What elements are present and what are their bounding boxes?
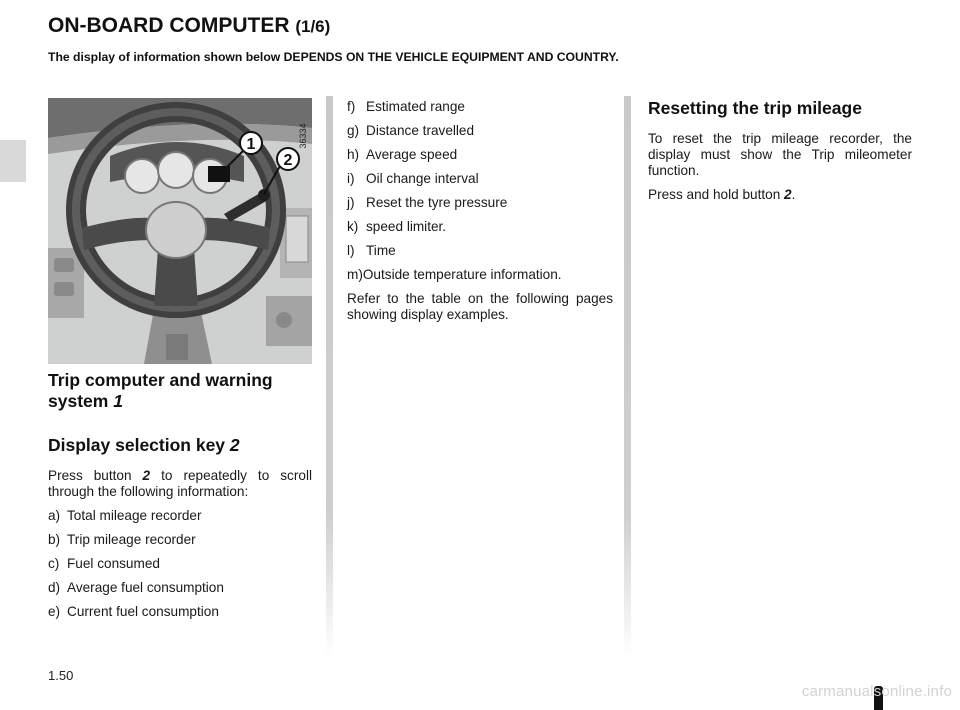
section-tab [0, 140, 26, 182]
watermark-pin-icon [874, 686, 883, 710]
equipment-note: The display of information shown below D… [48, 50, 619, 64]
section-heading-reset-trip: Resetting the trip mileage [648, 98, 862, 118]
reset-paragraph: To reset the trip mileage recorder, the … [648, 131, 912, 179]
list-item: m)Outside temperature information. [347, 267, 562, 283]
list-item: e)Current fuel consumption [48, 604, 219, 620]
column-divider [624, 96, 631, 656]
callout-2-label: 2 [284, 152, 293, 169]
dashboard-illustration: 1 2 36334 [48, 98, 312, 364]
column-divider [326, 96, 333, 656]
callout-1-label: 1 [247, 136, 256, 153]
list-item: i)Oil change interval [347, 171, 479, 187]
list-item: b)Trip mileage recorder [48, 532, 196, 548]
list-item: d)Average fuel consumption [48, 580, 224, 596]
middle-column: f)Estimated range g)Distance travelled h… [347, 99, 613, 331]
page-number: 1.50 [48, 668, 74, 683]
instruction-paragraph: Press button 2 to repeatedly to scroll t… [48, 468, 312, 500]
list-item: j)Reset the tyre pressure [347, 195, 508, 211]
list-item: f)Estimated range [347, 99, 465, 114]
list-item: l)Time [347, 243, 396, 259]
list-item: h)Average speed [347, 147, 458, 163]
figure-reference-number: 36334 [298, 123, 308, 148]
list-item: g)Distance travelled [347, 123, 475, 139]
page-title: ON-BOARD COMPUTER (1/6) [48, 14, 331, 37]
section-heading-display-selection: Display selection key 2 [48, 434, 240, 455]
watermark: carmanualsonline.info [801, 683, 952, 700]
list-item: k)speed limiter. [347, 219, 447, 235]
left-column: Trip computer and warning system 1 Displ… [48, 370, 312, 628]
list-item: a)Total mileage recorder [48, 508, 202, 524]
reference-paragraph: Refer to the table on the following page… [347, 291, 613, 323]
press-button-paragraph: Press and hold button 2. [648, 187, 796, 203]
section-heading-trip-computer: Trip computer and warning system 1 [48, 370, 273, 412]
callout-1 [239, 131, 263, 155]
callout-2 [276, 147, 300, 171]
right-column: Resetting the trip mileage To reset the … [648, 98, 912, 211]
list-item: c)Fuel consumed [48, 556, 160, 572]
